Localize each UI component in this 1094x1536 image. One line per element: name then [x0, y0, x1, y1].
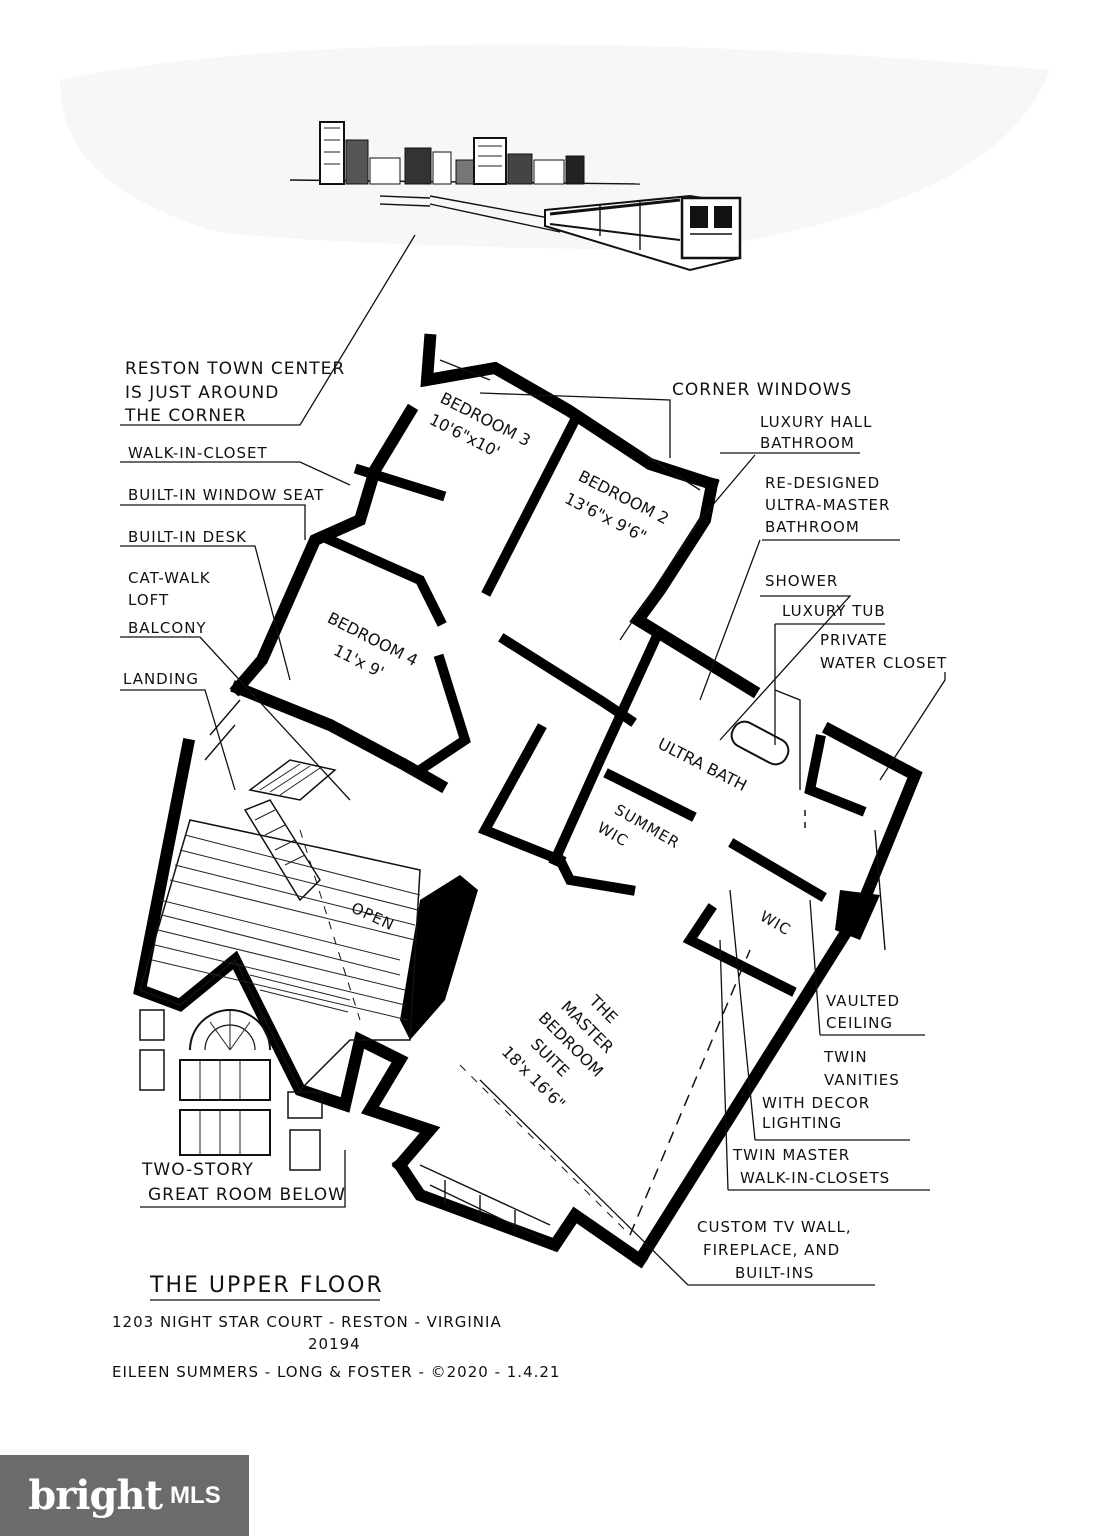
callout-town-center-line1: RESTON TOWN CENTER	[125, 359, 345, 379]
skyline-illustration	[289, 121, 742, 272]
callout-walk-in-closet: WALK-IN-CLOSET	[128, 444, 268, 462]
callout-closets-line2: WALK-IN-CLOSETS	[740, 1169, 890, 1187]
callout-master-bath-line1: RE-DESIGNED	[765, 474, 880, 492]
callout-vanities-line4: LIGHTING	[762, 1114, 842, 1132]
callout-corner-windows: CORNER WINDOWS	[672, 380, 852, 400]
room-wic: WIC	[757, 907, 794, 939]
brightmls-watermark: bright MLS	[0, 1455, 249, 1536]
callout-tv-wall-line3: BUILT-INS	[735, 1264, 814, 1282]
callout-town-center-line2: IS JUST AROUND	[125, 383, 279, 403]
callout-vaulted-line1: VAULTED	[826, 992, 900, 1010]
watermark-sub: MLS	[170, 1481, 221, 1509]
address-line1: 1203 NIGHT STAR COURT - RESTON - VIRGINI…	[112, 1313, 502, 1331]
railings	[204, 359, 886, 1241]
callout-vanities-line1: TWIN	[823, 1048, 868, 1066]
credit-line: EILEEN SUMMERS - LONG & FOSTER - ©2020 -…	[112, 1363, 560, 1381]
callout-two-story-line1: TWO-STORY	[141, 1160, 254, 1180]
address-line2: 20194	[308, 1335, 361, 1353]
callout-vanities-line3: WITH DECOR	[762, 1094, 870, 1112]
callout-desk: BUILT-IN DESK	[128, 528, 247, 546]
leader-lines	[120, 234, 946, 1301]
callout-town-center-line3: THE CORNER	[124, 406, 247, 426]
watermark-brand: bright	[28, 1472, 163, 1519]
callout-closets-line1: TWIN MASTER	[732, 1146, 850, 1164]
facade-windows	[139, 1009, 323, 1171]
plan-title: THE UPPER FLOOR	[149, 1273, 384, 1298]
great-room-floor-hatch	[139, 819, 421, 1092]
room-open: OPEN	[348, 899, 397, 935]
callout-water-closet-line1: PRIVATE	[820, 631, 888, 649]
callout-tv-wall-line2: FIREPLACE, AND	[703, 1241, 840, 1259]
callout-tv-wall-line1: CUSTOM TV WALL,	[697, 1218, 852, 1236]
staircase	[243, 759, 337, 902]
callout-water-closet-line2: WATER CLOSET	[820, 654, 947, 672]
callout-landing: LANDING	[123, 670, 199, 688]
callout-window-seat: BUILT-IN WINDOW SEAT	[128, 486, 324, 504]
callout-shower: SHOWER	[765, 572, 838, 590]
callout-master-bath-line2: ULTRA-MASTER	[765, 496, 890, 514]
callout-hall-bath-line1: LUXURY HALL	[760, 413, 873, 431]
callout-tub: LUXURY TUB	[782, 602, 886, 620]
callout-vanities-line2: VANITIES	[824, 1071, 900, 1089]
callout-catwalk-line1: CAT-WALK	[128, 569, 211, 587]
callout-catwalk-line2: LOFT	[128, 591, 169, 609]
callout-vaulted-line2: CEILING	[826, 1014, 893, 1032]
callout-master-bath-line3: BATHROOM	[765, 518, 860, 536]
callout-hall-bath-line2: BATHROOM	[760, 434, 855, 452]
callout-two-story-line2: GREAT ROOM BELOW	[148, 1185, 346, 1205]
callout-balcony: BALCONY	[128, 619, 207, 637]
